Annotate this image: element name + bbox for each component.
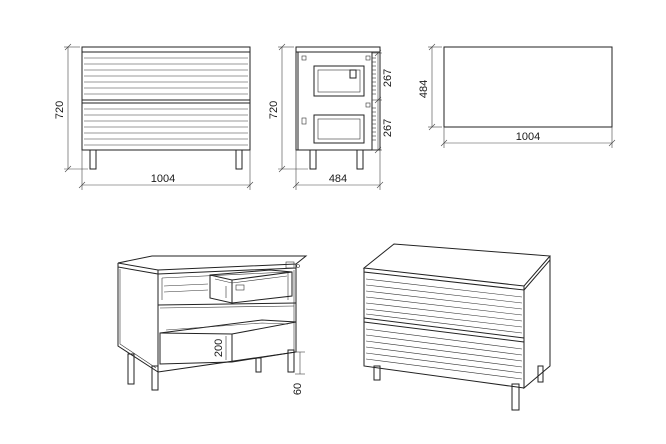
leg-height-label: 60 xyxy=(292,383,304,395)
top-view: 484 1004 xyxy=(418,43,616,148)
top-depth-dimension: 484 xyxy=(418,43,442,131)
top-width-dimension: 1004 xyxy=(440,127,616,148)
side-depth-dimension: 484 xyxy=(292,150,384,190)
open-drawer-depth-label: 200 xyxy=(213,339,225,357)
front-height-dimension: 720 xyxy=(54,43,88,173)
top-width-label: 1004 xyxy=(516,131,540,143)
upper-drawer xyxy=(163,269,293,304)
side-height-label: 720 xyxy=(268,101,280,119)
front-width-label: 1004 xyxy=(151,173,175,185)
lower-drawer xyxy=(159,319,297,365)
front-view-body xyxy=(81,46,251,170)
front-view: 720 1004 xyxy=(54,43,254,190)
leg-height-dimension: 60 xyxy=(292,351,305,395)
side-depth-label: 484 xyxy=(329,173,347,185)
front-width-dimension: 1004 xyxy=(78,150,254,190)
closed-perspective-view xyxy=(362,243,552,411)
side-drawer-dimensions: 267 267 xyxy=(372,49,394,154)
top-depth-label: 484 xyxy=(418,80,430,98)
side-view-body xyxy=(295,46,381,170)
side-drawer-bottom-label: 267 xyxy=(382,119,394,137)
front-height-label: 720 xyxy=(54,101,66,119)
top-view-outline xyxy=(443,46,613,128)
side-height-dimension: 720 xyxy=(268,43,308,173)
side-drawer-top-label: 267 xyxy=(382,69,394,87)
open-perspective-view: 200 60 xyxy=(117,255,308,395)
side-view: 720 267 267 484 xyxy=(268,43,394,190)
